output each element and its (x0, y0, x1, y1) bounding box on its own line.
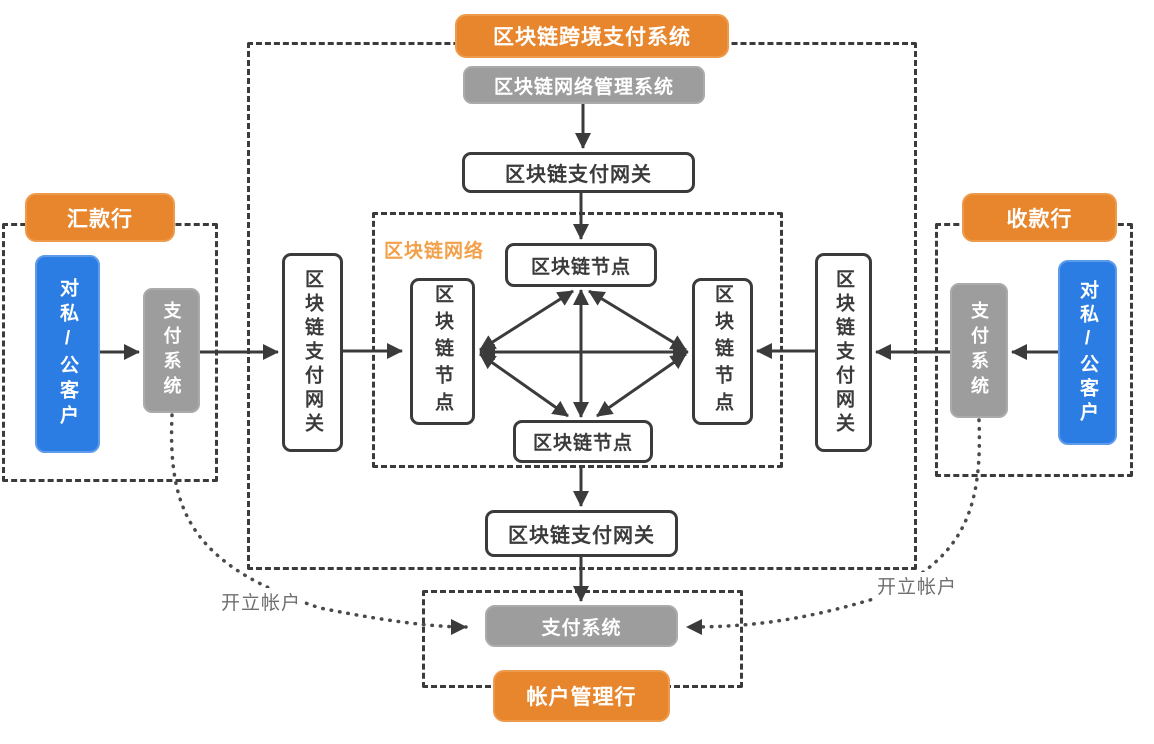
open-account-label-left: 开立帐户 (218, 588, 305, 615)
receiving-customer-box: 对私/公客户 (1058, 260, 1117, 445)
blockchain-network-box (372, 212, 783, 468)
gateway-top-text: 区块链支付网关 (505, 164, 652, 186)
network-management-text: 区块链网络管理系统 (493, 76, 674, 98)
gateway-right-text: 区块链支付网关 (833, 268, 854, 437)
receiving-payment-system-text: 支付系统 (969, 300, 989, 401)
system-title-badge: 区块链跨境支付系统 (455, 14, 729, 58)
account-payment-system-text: 支付系统 (541, 617, 622, 639)
node-left-text: 区块链节点 (432, 284, 453, 419)
open-account-label-right: 开立帐户 (874, 572, 961, 599)
node-right-text: 区块链节点 (712, 284, 733, 419)
receiving-customer-text: 对私/公客户 (1077, 279, 1098, 426)
node-bottom-box: 区块链节点 (513, 420, 653, 463)
gateway-bottom-text: 区块链支付网关 (508, 525, 655, 547)
receiving-bank-title: 收款行 (1006, 207, 1073, 231)
account-bank-title: 帐户管理行 (526, 686, 637, 709)
gateway-bottom-box: 区块链支付网关 (485, 510, 678, 557)
gateway-right-box: 区块链支付网关 (815, 253, 872, 452)
network-label: 区块链网络 (384, 241, 485, 262)
system-title-text: 区块链跨境支付系统 (493, 26, 691, 49)
gateway-left-text: 区块链支付网关 (302, 268, 323, 437)
gateway-top-box: 区块链支付网关 (462, 152, 695, 193)
network-management-badge: 区块链网络管理系统 (463, 66, 705, 104)
node-top-text: 区块链节点 (530, 256, 631, 278)
remitting-customer-text: 对私/公客户 (57, 278, 78, 430)
node-bottom-text: 区块链节点 (532, 433, 633, 454)
account-payment-system-box: 支付系统 (485, 605, 678, 647)
account-bank-badge: 帐户管理行 (493, 670, 670, 722)
remitting-payment-system-text: 支付系统 (161, 300, 182, 401)
remitting-bank-title: 汇款行 (67, 207, 133, 231)
remitting-customer-box: 对私/公客户 (35, 255, 100, 453)
receiving-payment-system-box: 支付系统 (950, 283, 1008, 418)
node-left-box: 区块链节点 (410, 278, 475, 425)
node-right-box: 区块链节点 (692, 278, 753, 425)
remitting-bank-badge: 汇款行 (25, 193, 175, 242)
receiving-bank-badge: 收款行 (962, 193, 1117, 242)
gateway-left-box: 区块链支付网关 (282, 253, 343, 452)
remitting-payment-system-box: 支付系统 (143, 288, 200, 413)
node-top-box: 区块链节点 (505, 243, 657, 287)
